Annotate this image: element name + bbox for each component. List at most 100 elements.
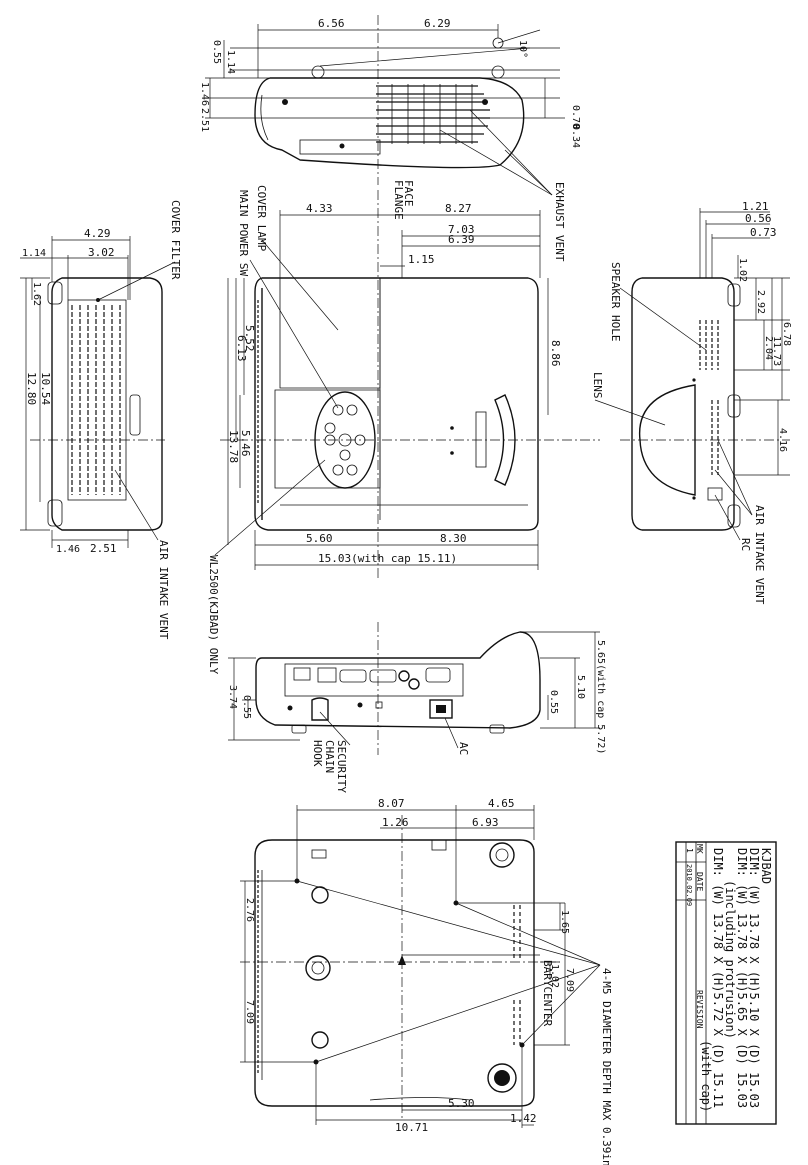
- label-rc: RC: [739, 538, 752, 551]
- m5-leaders: [296, 880, 601, 1063]
- right-dim-2: 0.73: [750, 226, 777, 239]
- ac-inlet: [429, 699, 453, 719]
- label-security: SECURITY: [335, 740, 348, 793]
- main-dim-10: 5.60: [306, 532, 333, 545]
- main-dim-8: 13.78: [227, 430, 240, 463]
- title-hdr-date: DATE: [695, 872, 704, 891]
- rear-dim-2: 0.55: [548, 690, 559, 714]
- left-dim-7: 2.51: [90, 542, 117, 555]
- bottom-dim-1: 4.65: [488, 797, 515, 810]
- label-lens: LENS: [591, 372, 604, 399]
- main-dim-2: 7.03: [448, 223, 475, 236]
- top-view-screw: [282, 99, 288, 105]
- main-dot-1: [450, 426, 454, 430]
- rear-view: 5.65(with cap 5.72) 5.10 0.55 3.74 0.55 …: [227, 622, 606, 793]
- bottom-slot-top: [311, 849, 327, 859]
- cover-lamp-area: [279, 278, 381, 389]
- control-panel-area: [274, 389, 381, 489]
- io-connectors: [293, 667, 451, 690]
- label-hook: HOOK: [311, 740, 324, 767]
- right-lens: [638, 384, 696, 496]
- right-dim-8: 4.16: [777, 428, 788, 452]
- btn-1: [332, 404, 344, 416]
- bottom-dim-4: 2.76: [244, 898, 255, 922]
- label-m5-holes: 4-M5 DIAMETER DEPTH MAX 0.39inch: [600, 968, 613, 1165]
- top-view-exhaust-grill: [376, 84, 490, 144]
- left-foot-bottom: [47, 499, 63, 527]
- btn-down: [339, 449, 351, 461]
- connector-audio-2: [408, 678, 420, 690]
- right-dim-6: 2.04: [763, 336, 774, 360]
- main-view-leaders: [214, 239, 339, 556]
- barycenter-mark: [398, 955, 406, 965]
- top-view: 6.56 6.29 10° 0.55 1.14 1.46 2.51 0.70 0…: [199, 15, 581, 262]
- security-hook: [311, 697, 329, 721]
- main-dim-1: 8.27: [445, 202, 472, 215]
- bottom-dim-11: 1.42: [510, 1112, 537, 1125]
- main-dim-9: 5.46: [239, 430, 252, 457]
- right-dim-4: 2.92: [755, 290, 766, 314]
- label-flange: FLANGE: [392, 180, 405, 220]
- main-view-dim-lines: [227, 210, 549, 570]
- connector-vga2: [369, 669, 397, 683]
- left-dim-0: 4.29: [84, 227, 111, 240]
- title-dim-5: (with cap): [699, 1040, 713, 1112]
- left-view-dim-lines: [20, 236, 131, 548]
- connector-usb: [317, 667, 337, 683]
- kensington-slot: [375, 701, 383, 709]
- title-row1-date: 2010.02.09: [685, 864, 693, 906]
- title-hdr-mk: MK: [695, 844, 704, 854]
- connector-serial: [425, 667, 451, 683]
- connector-audio-1: [398, 670, 410, 682]
- top-dim-3: 0.55: [211, 40, 222, 64]
- top-view-foot-left: [311, 65, 325, 79]
- top-dim-4: 1.14: [225, 50, 236, 74]
- bottom-dim-6: 7.09: [244, 1000, 255, 1024]
- btn-2: [346, 404, 358, 416]
- label-cover-filter: COVER FILTER: [169, 200, 182, 280]
- top-dim-6: 2.51: [199, 108, 210, 132]
- exhaust-leaders: [439, 109, 553, 196]
- rear-dim-1: 5.10: [575, 675, 586, 699]
- right-foot-mid: [727, 394, 741, 418]
- top-view-outline: [254, 77, 525, 169]
- label-speaker-hole: SPEAKER HOLE: [609, 262, 622, 341]
- right-view: 1.21 0.56 0.73 1.02 2.92 6.78 2.04 11.73…: [591, 200, 792, 605]
- filter-marker: [96, 298, 100, 302]
- bottom-dim-10: 5.30: [448, 1097, 475, 1110]
- title-dim-4: DIM: (W) 13.78 X (H)5.72 X (D) 15.11: [711, 848, 725, 1108]
- left-dim-2: 1.14: [22, 248, 46, 259]
- top-dim-0: 6.56: [318, 17, 345, 30]
- top-dim-7: 0.70: [570, 105, 581, 129]
- top-view-screw-2: [339, 143, 345, 149]
- main-dim-0: 4.33: [306, 202, 333, 215]
- rear-dim-3: 3.74: [227, 685, 238, 709]
- label-barycenter: BARYCENTER: [541, 960, 554, 1027]
- main-dim-3: 6.39: [448, 233, 475, 246]
- connector-vga1: [339, 669, 367, 683]
- right-dot-2: [692, 496, 696, 500]
- io-panel: [284, 663, 464, 697]
- top-view-foot-plate: [299, 139, 381, 155]
- main-dim-7: 6.13: [235, 335, 248, 362]
- main-dim-12: 15.03(with cap 15.11): [318, 552, 457, 565]
- label-cover-lamp: COVER LAMP: [255, 185, 268, 252]
- top-dim-5: 1.46: [199, 82, 210, 106]
- btn-3: [324, 422, 336, 434]
- right-view-dim-lines: [699, 208, 790, 476]
- speaker-grill: [699, 320, 719, 475]
- left-view: 4.29 3.02 1.14 1.62 12.80 10.54 1.46 2.5…: [20, 200, 182, 640]
- rear-foot-right: [489, 724, 505, 734]
- right-dim-3: 1.02: [737, 258, 748, 282]
- left-dim-5: 10.54: [39, 372, 52, 405]
- main-dim-5: 8.86: [549, 340, 562, 367]
- bottom-view-dim-lines: [240, 805, 570, 1128]
- bottom-boss-top: [311, 886, 329, 904]
- top-view-dim-lines: [205, 24, 565, 119]
- btn-center: [338, 433, 352, 447]
- rear-dot-2: [357, 702, 363, 708]
- btn-4: [332, 464, 344, 476]
- main-dot-2: [450, 451, 454, 455]
- lens-slot: [475, 411, 487, 468]
- bottom-dim-5: 1.65: [559, 910, 570, 934]
